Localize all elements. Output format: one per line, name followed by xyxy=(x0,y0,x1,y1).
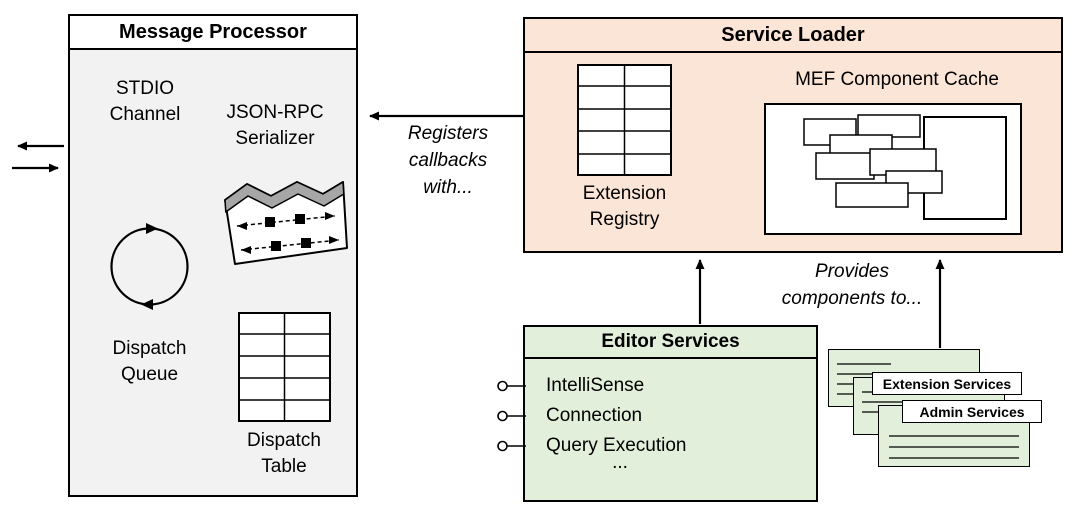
editor-service-item: IntelliSense xyxy=(496,373,644,399)
extension-registry-icon xyxy=(577,64,672,176)
extension-registry-label: Extension Registry xyxy=(582,183,667,230)
extension-services-label: Extension Services xyxy=(872,372,1022,395)
dispatch-queue-icon xyxy=(110,223,189,310)
provides-components-annotation: Provides components to... xyxy=(781,261,923,309)
service-loader-box: Service Loader Extension Registry MEF Co… xyxy=(523,17,1063,253)
dispatch-table-icon xyxy=(238,312,331,422)
registers-callbacks-annotation: Registers callbacks with... xyxy=(407,123,489,198)
editor-service-item-label: IntelliSense xyxy=(546,375,645,396)
service-loader-title: Service Loader xyxy=(525,19,1061,53)
editor-service-item-label: Connection xyxy=(546,405,643,426)
editor-services-ellipsis: ... xyxy=(612,452,628,473)
editor-services-box: Editor Services xyxy=(523,325,818,502)
mef-cache-box xyxy=(764,103,1022,235)
lollipop-connector-icon xyxy=(497,440,526,452)
json-rpc-serializer-icon xyxy=(224,181,348,265)
editor-service-item-label: Query Execution xyxy=(546,435,687,456)
lollipop-connector-icon xyxy=(497,410,526,422)
mef-cache-label: MEF Component Cache xyxy=(795,69,999,90)
json-rpc-serializer-label: JSON-RPC Serializer xyxy=(226,102,324,149)
editor-services-title: Editor Services xyxy=(525,327,816,359)
dispatch-queue-label: Dispatch Queue xyxy=(112,338,187,385)
card-lines-icon xyxy=(889,435,1019,459)
editor-service-item: Connection xyxy=(496,403,642,429)
message-processor-title: Message Processor xyxy=(70,16,356,50)
dispatch-table-label: Dispatch Table xyxy=(247,430,321,477)
stdio-channel-label: STDIO Channel xyxy=(109,78,181,125)
editor-service-item: Query Execution xyxy=(496,433,686,459)
message-processor-box: Message Processor STDIO Channel JSON-RPC… xyxy=(68,14,358,497)
lollipop-connector-icon xyxy=(497,380,526,392)
admin-services-label: Admin Services xyxy=(902,400,1042,423)
mef-components-icon xyxy=(803,114,1007,220)
